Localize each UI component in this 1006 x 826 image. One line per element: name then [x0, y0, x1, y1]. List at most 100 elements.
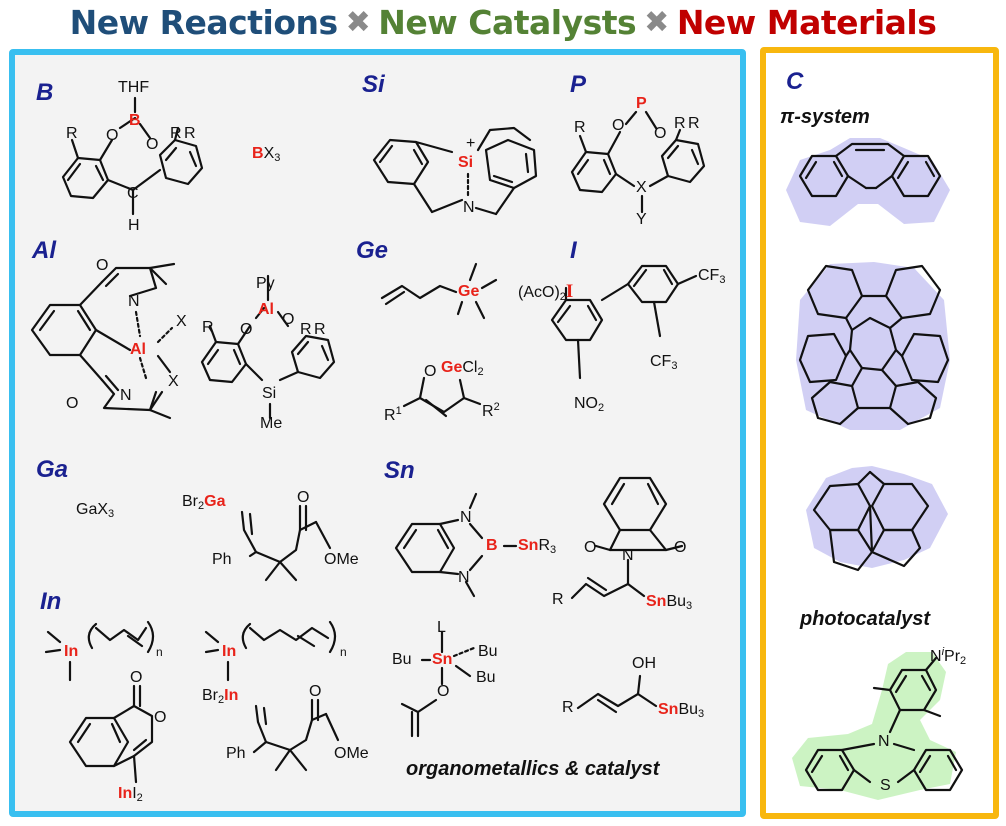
nitro-text: NO — [574, 395, 598, 412]
banner-new-materials: New Materials — [676, 2, 937, 42]
ini2-label: InI2 — [118, 786, 143, 804]
acetoxy-subscript: 2 — [559, 291, 566, 303]
repeat-n-label: n — [340, 645, 347, 659]
section-label-phosphorus: P — [570, 71, 587, 98]
gecl2-chlorine: Cl — [462, 359, 478, 376]
germanium-atom-label: Ge — [458, 283, 480, 300]
thf-label: THF — [118, 79, 150, 96]
snbu3-bu: Bu — [666, 593, 687, 610]
gecl2-label: GeCl2 — [441, 360, 484, 378]
ini2-iodine: I — [132, 785, 137, 802]
cf3-subscript: 3 — [671, 360, 678, 372]
section-label-carbon: C — [786, 68, 804, 95]
phenothiazine-sulfur-label: S — [880, 777, 891, 794]
butyl-label: Bu — [392, 651, 412, 668]
indium-atom-label: In — [64, 643, 79, 660]
tin-atom-label: Sn — [646, 593, 667, 610]
aluminum-atom-label: Al — [130, 341, 146, 358]
oxygen-label: O — [106, 127, 119, 144]
oxygen-label: O — [154, 709, 167, 726]
gecl2-germanium: Ge — [441, 359, 463, 376]
acetoxy-prefix: (AcO) — [518, 284, 560, 301]
y-label: Y — [636, 211, 647, 228]
methyl-label: Me — [260, 415, 283, 432]
bx3-boron: B — [252, 145, 264, 162]
oxygen-label: O — [674, 539, 687, 556]
nitrogen-label: N — [463, 199, 475, 216]
r1-label: R1 — [384, 406, 402, 424]
propyl-text: Pr — [944, 648, 961, 665]
bx3-subscript: 3 — [274, 152, 281, 164]
butyl-label: Bu — [478, 643, 498, 660]
carbon-materials-panel — [760, 47, 999, 819]
phenyl-label: Ph — [226, 745, 246, 762]
gecl2-subscript: 2 — [477, 366, 484, 378]
oxygen-label: O — [240, 321, 253, 338]
pi-system-caption: π-system — [780, 106, 870, 128]
r-substituent-label: R — [202, 319, 214, 336]
oxygen-label: O — [437, 683, 450, 700]
section-label-aluminum: Al — [32, 237, 56, 264]
snbu3-subscript: 3 — [698, 708, 705, 720]
r-substituent-label: R — [66, 125, 78, 142]
r-substituent-label: R — [674, 115, 686, 132]
repeat-n-label: n — [156, 645, 163, 659]
x-label: X — [168, 373, 179, 390]
bx3-label: BX3 — [252, 146, 280, 164]
r2-label: R2 — [482, 402, 500, 420]
banner-new-reactions: New Reactions — [69, 2, 339, 42]
r-substituent-label: R — [574, 119, 586, 136]
r-substituent-label: R — [170, 125, 182, 142]
oxygen-label: O — [654, 125, 667, 142]
photocatalyst-caption: photocatalyst — [800, 608, 931, 630]
br2ga-prefix: Br — [182, 493, 198, 510]
silicon-label: Si — [262, 385, 277, 402]
br2ga-label: Br2Ga — [182, 494, 225, 512]
br2in-label: Br2In — [202, 688, 238, 706]
oxygen-label: O — [612, 117, 625, 134]
section-label-boron: B — [36, 79, 54, 106]
banner-new-catalysts: New Catalysts — [378, 2, 637, 42]
snbu3-label: SnBu3 — [658, 702, 704, 720]
section-label-gallium: Ga — [36, 456, 69, 483]
oxygen-label: O — [584, 539, 597, 556]
carbon-label: C — [127, 185, 139, 202]
ligand-label: L — [437, 619, 446, 636]
section-label-iodine: I — [570, 237, 577, 264]
tin-atom-label: Sn — [518, 537, 539, 554]
banner-separator-icon: ✖ — [644, 4, 669, 40]
gallium-atom-label: Ga — [204, 493, 226, 510]
oxygen-label: O — [282, 311, 295, 328]
snr3-subscript: 3 — [550, 544, 557, 556]
title-banner: New Reactions ✖ New Catalysts ✖ New Mate… — [0, 0, 1006, 44]
oxygen-label: O — [146, 136, 159, 153]
r-substituent-label: R — [300, 321, 312, 338]
nitro-subscript: 2 — [598, 402, 605, 414]
boron-atom-label: B — [129, 112, 141, 129]
r-substituent-label: R — [184, 125, 196, 142]
r-substituent-label: R — [562, 699, 574, 716]
r-substituent-label: R — [552, 591, 564, 608]
br2ga-subscript: 2 — [198, 500, 205, 512]
oxygen-label: O — [96, 257, 109, 274]
nitrogen-label: N — [460, 509, 472, 526]
nitrogen-label: N — [128, 293, 140, 310]
x-label: X — [636, 179, 647, 196]
r-substituent-label: R — [688, 115, 700, 132]
cf3-text: CF — [650, 353, 672, 370]
ini2-subscript: 2 — [136, 792, 143, 804]
cf3-label: CF3 — [650, 354, 677, 372]
cf3-label: CF3 — [698, 268, 725, 286]
nitrogen-label: N — [622, 547, 634, 564]
acetoxy-iodane-label: (AcO)2I — [518, 282, 573, 303]
section-label-silicon: Si — [362, 71, 385, 98]
organometallics-caption: organometallics & catalyst — [406, 758, 660, 780]
oxygen-label: O — [424, 363, 437, 380]
iso-prefix: i — [941, 646, 945, 658]
phenothiazine-nitrogen-label: N — [878, 733, 890, 750]
snr3-label: SnR3 — [518, 538, 556, 556]
br2in-subscript: 2 — [218, 694, 225, 706]
gax3-text: GaX — [76, 501, 109, 518]
phosphorus-atom-label: P — [636, 95, 647, 112]
bx3-x: X — [263, 145, 275, 162]
